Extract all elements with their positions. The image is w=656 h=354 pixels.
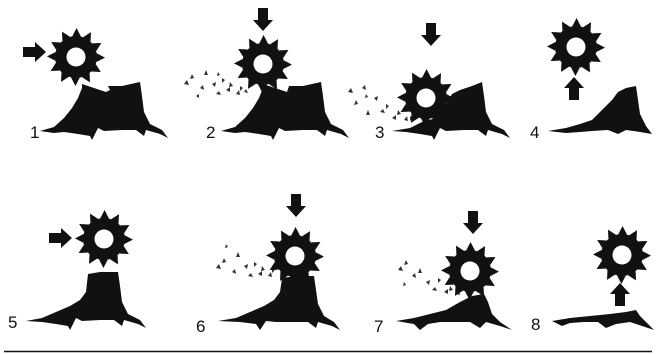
tree-stump-icon	[548, 86, 652, 134]
cutter-wheel-icon	[234, 35, 292, 93]
wood-chips-icon	[348, 85, 413, 121]
step-number: 2	[206, 123, 215, 142]
direction-arrow-icon	[564, 77, 584, 100]
tree-stump-icon	[221, 82, 349, 140]
step-6: 6	[196, 194, 340, 336]
direction-arrow-icon	[253, 8, 273, 31]
cutter-wheel-icon	[47, 28, 105, 86]
wood-chips-icon	[216, 244, 275, 277]
step-4: 4	[530, 18, 652, 142]
tree-stump-icon	[218, 276, 340, 330]
step-number: 1	[30, 123, 39, 142]
tree-stump-icon	[392, 82, 510, 140]
cutter-wheel-icon	[266, 227, 324, 285]
step-3: 3	[348, 23, 510, 142]
step-number: 4	[530, 123, 539, 142]
direction-arrow-icon	[463, 211, 483, 234]
step-number: 7	[374, 317, 383, 336]
direction-arrow-icon	[23, 42, 46, 62]
cutter-wheel-icon	[547, 18, 605, 76]
direction-arrow-icon	[610, 283, 630, 306]
step-2: 2	[184, 8, 349, 142]
cutter-wheel-icon	[75, 210, 133, 268]
tree-stump-icon	[40, 82, 168, 140]
direction-arrow-icon	[421, 23, 441, 46]
direction-arrow-icon	[49, 228, 72, 248]
cutter-wheel-icon	[593, 226, 651, 284]
tree-stump-icon	[396, 294, 512, 330]
step-5: 5	[8, 210, 146, 332]
tree-stump-icon	[552, 310, 654, 330]
direction-arrow-icon	[286, 194, 306, 217]
tree-stump-icon	[26, 272, 146, 330]
step-number: 3	[375, 123, 384, 142]
step-number: 6	[196, 317, 205, 336]
step-number: 5	[8, 313, 17, 332]
cutter-wheel-icon	[441, 242, 499, 300]
step-7: 7	[374, 211, 512, 336]
wood-chips-icon	[184, 70, 248, 98]
step-number: 8	[531, 315, 540, 334]
step-1: 1	[23, 28, 168, 142]
step-8: 8	[531, 226, 654, 334]
